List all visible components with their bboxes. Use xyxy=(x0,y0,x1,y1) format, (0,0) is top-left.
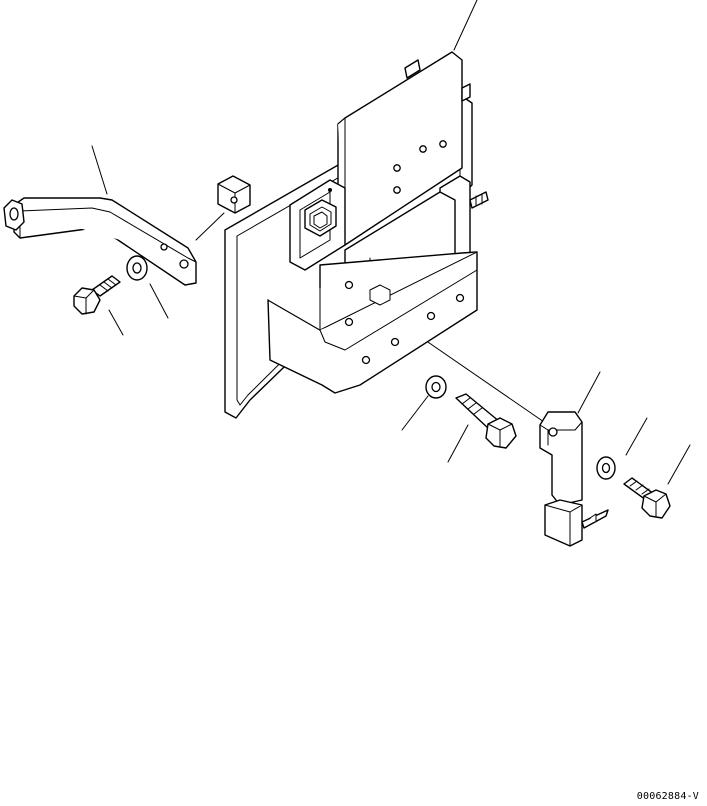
upper-plate-tab xyxy=(404,59,421,79)
shaft-stub xyxy=(217,175,251,214)
drawing-code: 00062884-V xyxy=(636,791,699,802)
left-washer xyxy=(126,255,148,281)
right-bracket-foot xyxy=(544,499,583,547)
right-washer xyxy=(596,456,616,480)
left-arm-bracket xyxy=(3,197,197,286)
left-bolt-shank xyxy=(91,275,121,297)
center-bolt-head xyxy=(485,417,517,449)
right-bolt xyxy=(623,477,671,519)
right-terminal xyxy=(469,191,489,209)
center-washer xyxy=(425,375,447,399)
right-l-bracket xyxy=(539,411,609,547)
left-bolt xyxy=(73,275,121,315)
center-bolt xyxy=(455,393,517,449)
mounting-plate-assembly xyxy=(217,51,489,419)
upper-plate xyxy=(337,51,463,246)
